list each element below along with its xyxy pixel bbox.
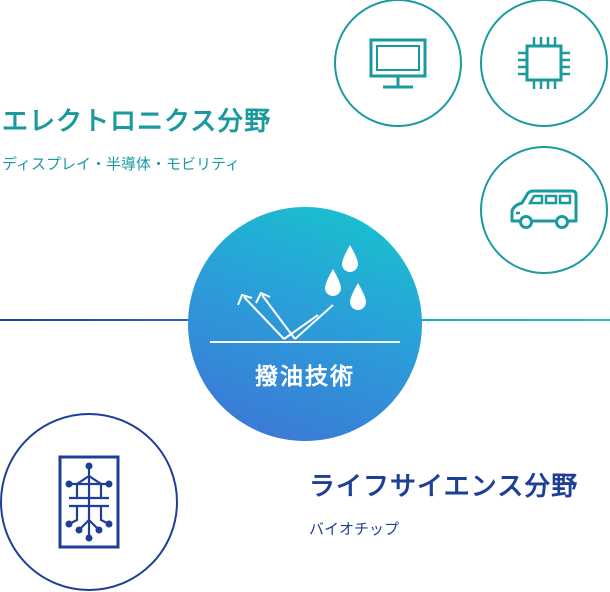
electronics-subtitle: ディスプレイ・半導体・モビリティ bbox=[2, 155, 241, 173]
repel-icon bbox=[210, 245, 400, 343]
van-circle bbox=[480, 146, 608, 274]
life-science-subtitle: バイオチップ bbox=[309, 520, 400, 538]
oil-repellent-technology-circle: 撥油技術 bbox=[188, 207, 422, 441]
droplet-icon bbox=[342, 245, 358, 272]
van-icon bbox=[510, 189, 578, 229]
left-connector-line bbox=[0, 319, 190, 321]
droplet-icon bbox=[350, 283, 366, 310]
chip-icon bbox=[518, 37, 570, 89]
monitor-icon bbox=[369, 38, 427, 89]
electronics-title: エレクトロニクス分野 bbox=[2, 107, 272, 137]
life-science-title: ライフサイエンス分野 bbox=[309, 472, 579, 502]
chip-circle bbox=[480, 0, 608, 127]
biochip-icon bbox=[58, 455, 120, 549]
droplet-icon bbox=[325, 269, 341, 296]
center-label: 撥油技術 bbox=[255, 364, 355, 390]
monitor-circle bbox=[334, 0, 462, 127]
biochip-circle bbox=[0, 413, 178, 591]
right-connector-line bbox=[420, 319, 610, 321]
